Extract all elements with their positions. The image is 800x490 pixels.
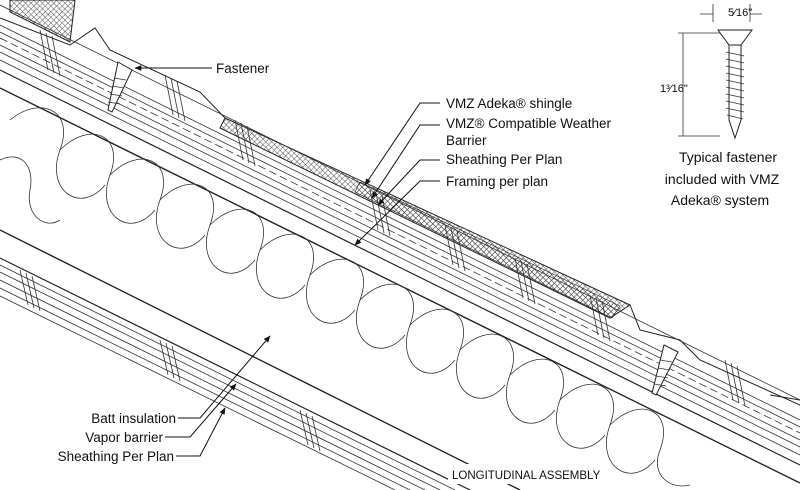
insulation-cavity	[0, 87, 800, 490]
head-dimension: 5⁄16"	[728, 7, 752, 19]
shingle-band-lower	[354, 181, 621, 319]
fastener-screw-1	[107, 61, 133, 113]
label-framing: Framing per plan	[446, 174, 548, 189]
lower-layers	[0, 257, 471, 490]
shingle-band	[9, 0, 76, 43]
length-dimension: 1³⁄16"	[660, 83, 688, 95]
upper-roof-layers	[0, 0, 800, 466]
label-sheathing-bottom: Sheathing Per Plan	[58, 449, 174, 464]
fastener-caption-line3: Adeka® system	[671, 192, 769, 208]
label-batt-insulation: Batt insulation	[91, 411, 176, 426]
fastener-screw-2	[651, 344, 679, 396]
fastener-caption-line1: Typical fastener	[679, 149, 777, 165]
label-shingle: VMZ Adeka® shingle	[446, 96, 572, 111]
label-vapor-barrier: Vapor barrier	[85, 430, 163, 445]
fastener-caption-line2: included with VMZ	[665, 171, 780, 187]
label-weather-barrier-line1: VMZ® Compatible Weather	[446, 116, 612, 131]
assembly-title: LONGITUDINAL ASSEMBLY	[452, 470, 601, 482]
fastener-screw-detail	[717, 29, 753, 140]
leader-lines	[134, 65, 440, 457]
label-weather-barrier-line2: Barrier	[446, 133, 487, 148]
label-fastener: Fastener	[216, 61, 270, 76]
fastener-detail: 5⁄16" 1³⁄16" Typical fastener included w…	[650, 0, 800, 225]
title-knockout	[448, 464, 604, 484]
label-sheathing-top: Sheathing Per Plan	[446, 152, 562, 167]
